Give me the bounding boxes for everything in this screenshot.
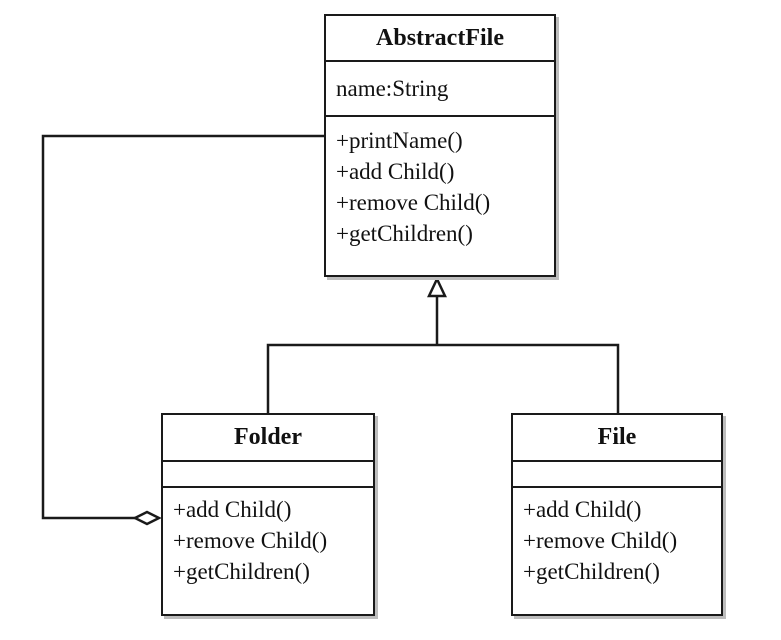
operation: +remove Child()	[336, 190, 491, 215]
operations-compartment: +add Child() +remove Child() +getChildre…	[513, 488, 721, 587]
class-name: File	[513, 415, 721, 462]
aggregation-diamond	[132, 510, 162, 526]
operation: +add Child()	[173, 497, 292, 522]
class-file: File +add Child() +remove Child() +getCh…	[511, 413, 723, 616]
aggregation-line	[41, 134, 324, 520]
class-name: AbstractFile	[326, 16, 554, 62]
class-folder: Folder +add Child() +remove Child() +get…	[161, 413, 375, 616]
generalization-line-folder	[266, 343, 437, 413]
operation: +getChildren()	[523, 559, 660, 584]
generalization-arrowhead	[427, 276, 447, 298]
class-abstractfile: AbstractFile name:String +printName() +a…	[324, 14, 556, 277]
generalization-line-file	[437, 343, 620, 413]
attributes-compartment	[163, 462, 373, 488]
operation: +remove Child()	[173, 528, 328, 553]
operations-compartment: +add Child() +remove Child() +getChildre…	[163, 488, 373, 587]
operation: +printName()	[336, 128, 463, 153]
operations-compartment: +printName() +add Child() +remove Child(…	[326, 117, 554, 249]
class-name: Folder	[163, 415, 373, 462]
attributes-compartment: name:String	[326, 62, 554, 117]
attributes-compartment	[513, 462, 721, 488]
operation: +getChildren()	[173, 559, 310, 584]
operation: +add Child()	[523, 497, 642, 522]
operation: +remove Child()	[523, 528, 678, 553]
attribute: name:String	[336, 75, 449, 101]
operation: +getChildren()	[336, 221, 473, 246]
operation: +add Child()	[336, 159, 455, 184]
